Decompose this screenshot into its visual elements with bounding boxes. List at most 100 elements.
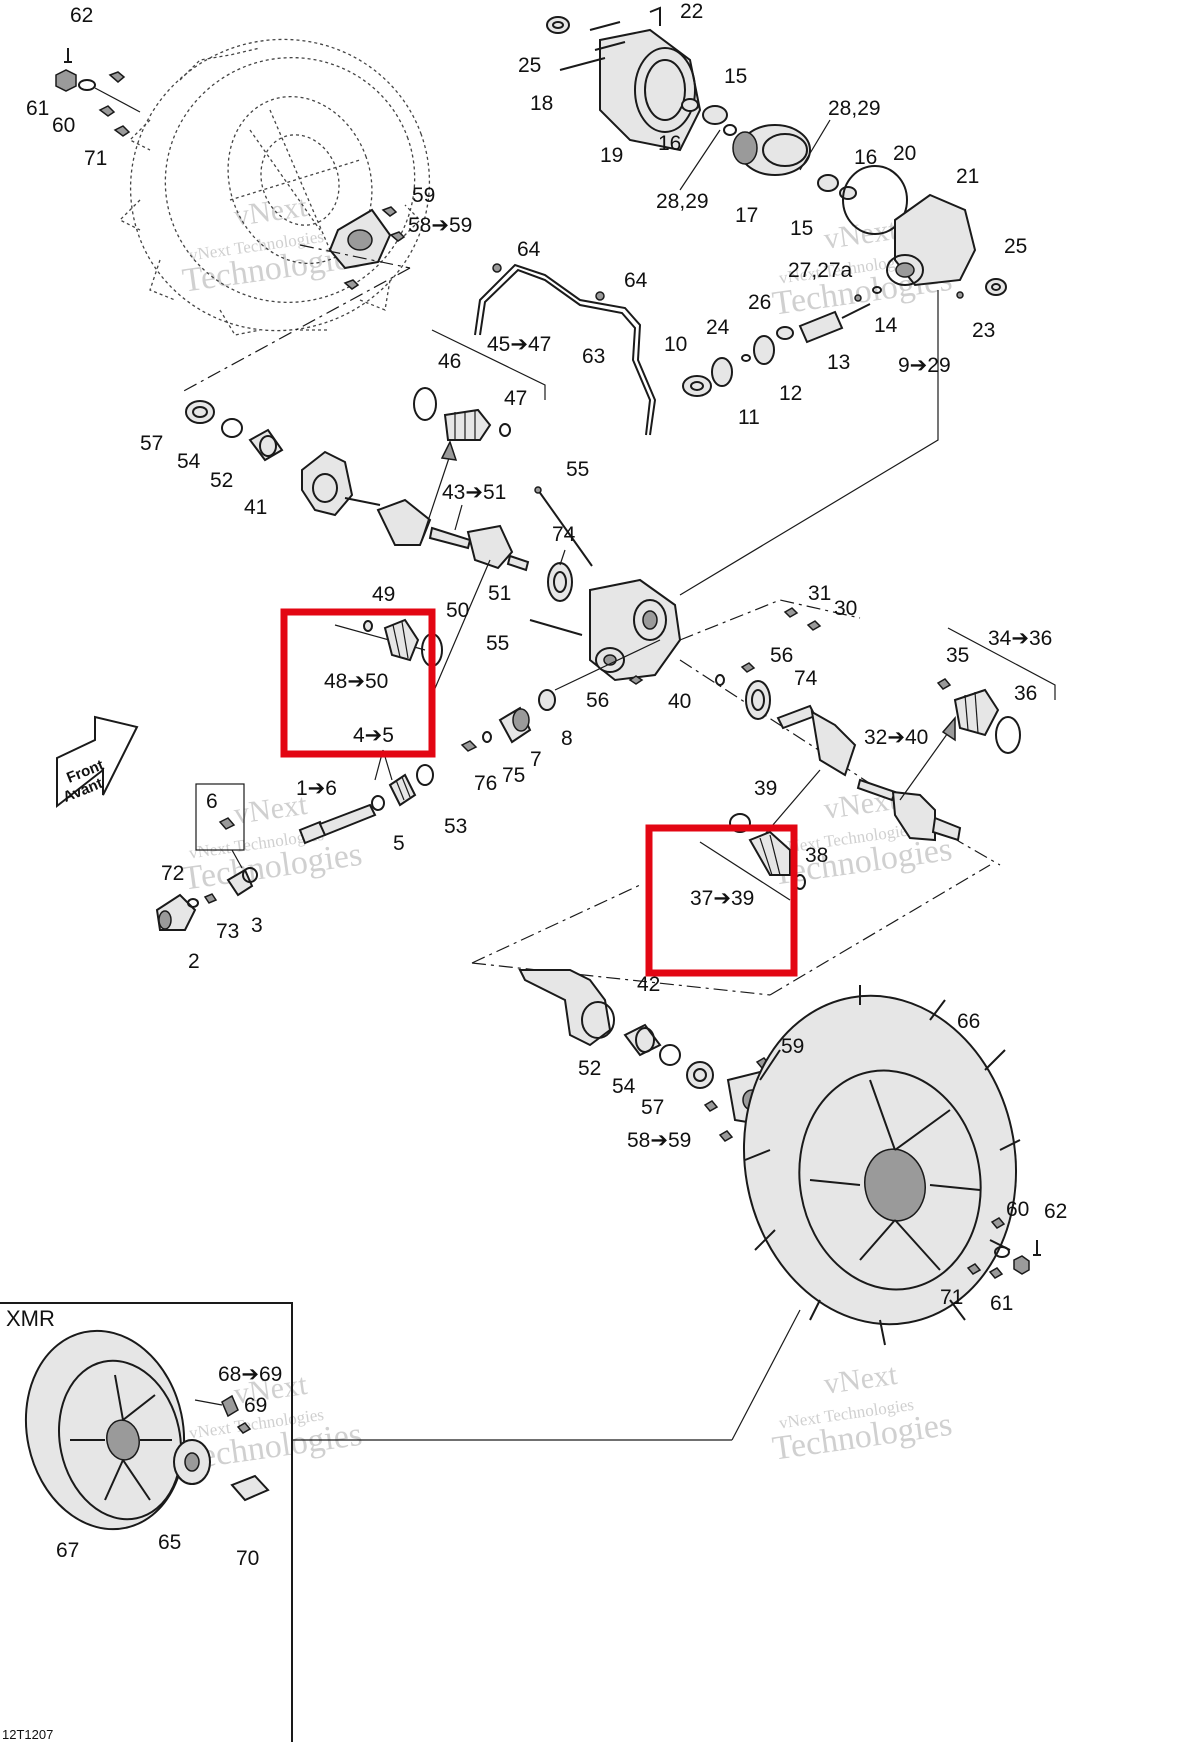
label-3: 3 xyxy=(251,914,263,937)
label-53: 53 xyxy=(444,815,467,838)
label-62-right: 62 xyxy=(1044,1200,1067,1223)
label-52-lower: 52 xyxy=(578,1057,601,1080)
seal-57-lower xyxy=(686,1061,714,1089)
wheel-nut-62 xyxy=(64,48,72,63)
boot-37-39 xyxy=(699,813,806,901)
label-56-right: 56 xyxy=(770,644,793,667)
label-65: 65 xyxy=(158,1531,181,1554)
label-59-lower: 59 xyxy=(781,1035,804,1058)
label-37-39: 37➔39 xyxy=(690,887,754,910)
label-60-right: 60 xyxy=(1006,1198,1029,1221)
label-32-40: 32➔40 xyxy=(864,726,928,749)
label-16: 16 xyxy=(658,132,681,155)
svg-text:vNext: vNext xyxy=(822,213,900,256)
label-41: 41 xyxy=(244,496,267,519)
label-21: 21 xyxy=(956,165,979,188)
knuckle-42 xyxy=(518,969,615,1047)
label-2: 2 xyxy=(188,950,200,973)
label-18: 18 xyxy=(530,92,553,115)
stud-71 xyxy=(98,71,131,137)
ring-72 xyxy=(187,898,199,908)
label-55-bottom: 55 xyxy=(486,632,509,655)
ring-75 xyxy=(482,731,492,743)
ujoint-box-6 xyxy=(195,783,245,851)
label-10: 10 xyxy=(664,333,687,356)
label-25: 25 xyxy=(518,54,541,77)
bolt-55-bottom xyxy=(529,619,583,636)
label-54: 54 xyxy=(177,450,201,473)
label-69: 69 xyxy=(244,1394,267,1417)
label-28-29-left: 28,29 xyxy=(656,190,709,213)
label-74-left: 74 xyxy=(552,523,576,546)
label-12: 12 xyxy=(779,382,802,405)
label-76: 76 xyxy=(474,772,497,795)
washer-60 xyxy=(78,79,96,91)
knuckle-41 xyxy=(301,450,354,517)
label-42: 42 xyxy=(637,973,660,996)
label-45-47: 45➔47 xyxy=(487,333,551,356)
label-48-50: 48➔50 xyxy=(324,670,388,693)
label-67: 67 xyxy=(56,1539,79,1562)
bolts-18 xyxy=(559,21,626,71)
boot-34-36 xyxy=(936,627,1056,754)
label-23: 23 xyxy=(972,319,995,342)
label-75: 75 xyxy=(502,764,525,787)
highlight-box-48-50 xyxy=(280,608,436,758)
label-70: 70 xyxy=(236,1547,259,1570)
bracket-45-47 xyxy=(431,329,546,400)
drive-shaft-43-51 xyxy=(344,497,530,572)
plug-56-left xyxy=(628,675,644,685)
bearing-52-left xyxy=(248,428,284,462)
label-47: 47 xyxy=(504,387,527,410)
boot-48-50 xyxy=(334,618,443,667)
label-34-36: 34➔36 xyxy=(988,627,1052,650)
label-16-right: 16 xyxy=(854,146,877,169)
seal-25-top xyxy=(546,16,570,34)
label-59: 59 xyxy=(412,184,435,207)
label-14: 14 xyxy=(874,314,898,337)
label-13: 13 xyxy=(827,351,850,374)
label-51: 51 xyxy=(488,582,511,605)
ring-53 xyxy=(416,764,434,786)
label-39: 39 xyxy=(754,777,777,800)
ring-40 xyxy=(715,674,725,686)
seal-74-right xyxy=(745,680,771,720)
label-73: 73 xyxy=(216,920,239,943)
label-64-left: 64 xyxy=(517,238,541,261)
diagram-code: 12T1207 xyxy=(2,1727,53,1742)
ring-54-lower xyxy=(659,1044,681,1066)
label-50: 50 xyxy=(446,599,469,622)
highlight-box-37-39 xyxy=(645,824,798,977)
label-58-59-lower: 58➔59 xyxy=(627,1129,691,1152)
bearing-16-15 xyxy=(681,98,737,136)
label-15-right: 15 xyxy=(790,217,813,240)
breather-22 xyxy=(649,6,661,26)
cover-21 xyxy=(886,193,977,287)
label-30: 30 xyxy=(834,597,857,620)
bolt-55-top xyxy=(534,486,593,567)
label-57: 57 xyxy=(140,432,163,455)
nut-73 xyxy=(203,893,218,904)
wheel-hub-58-59 xyxy=(328,206,406,290)
front-differential xyxy=(589,578,682,682)
prop-shaft-1-6 xyxy=(298,803,377,845)
label-72: 72 xyxy=(161,862,184,885)
label-71: 71 xyxy=(84,147,107,170)
plug-56-right xyxy=(740,662,756,673)
o-ring-20 xyxy=(842,165,908,235)
center-cap-65 xyxy=(173,1439,211,1485)
label-4-5: 4➔5 xyxy=(353,724,394,747)
drive-shaft-32-40 xyxy=(776,704,962,842)
front-direction-sign: Front Avant xyxy=(56,715,139,809)
clamp-5 xyxy=(371,795,385,811)
label-55-top: 55 xyxy=(566,458,589,481)
label-66: 66 xyxy=(957,1010,980,1033)
cross-3 xyxy=(226,867,258,897)
vent-hose-63 xyxy=(474,263,657,436)
label-64-right: 64 xyxy=(624,269,648,292)
label-49: 49 xyxy=(372,583,395,606)
bolt-31-30 xyxy=(783,607,822,631)
label-7: 7 xyxy=(530,748,542,771)
label-22: 22 xyxy=(680,0,703,23)
rear-housing-19 xyxy=(599,28,702,152)
